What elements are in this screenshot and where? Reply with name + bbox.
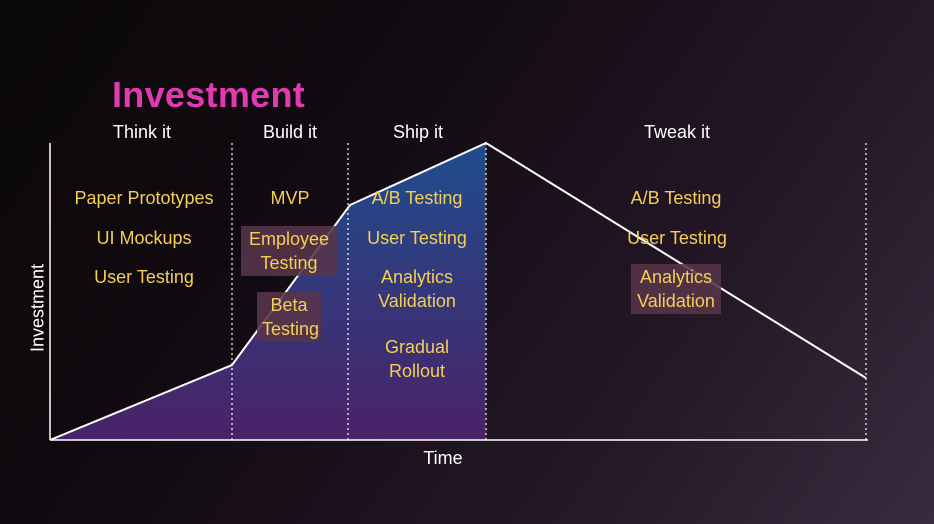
phase-label-ship-it: Ship it: [392, 122, 444, 142]
investment-line: [49, 141, 867, 441]
item-paper-prototypes: Paper Prototypes: [74, 188, 214, 208]
phase-label-build-it: Build it: [262, 122, 318, 142]
item-ui-mockups: UI Mockups: [96, 228, 192, 248]
diagram-title: Investment: [112, 74, 306, 115]
phase-label-tweak-it: Tweak it: [643, 122, 711, 142]
phase-label-think-it: Think it: [112, 122, 172, 142]
item-gradual-rollout: Gradual Rollout: [384, 337, 450, 381]
item-mvp: MVP: [270, 188, 310, 208]
item-ab-testing: A/B Testing: [630, 188, 722, 208]
item-user-testing: User Testing: [94, 267, 194, 287]
x-axis-label: Time: [423, 448, 463, 468]
item-user-testing: User Testing: [367, 228, 467, 248]
item-analytics-validation: Analytics Validation: [631, 264, 721, 314]
item-beta-testing: Beta Testing: [257, 292, 321, 342]
investment-area: [50, 143, 486, 440]
item-employee-testing: Employee Testing: [241, 226, 337, 276]
item-analytics-validation: Analytics Validation: [378, 267, 456, 311]
item-user-testing: User Testing: [627, 228, 727, 248]
y-axis-label: Investment: [27, 263, 48, 353]
item-ab-testing: A/B Testing: [371, 188, 463, 208]
